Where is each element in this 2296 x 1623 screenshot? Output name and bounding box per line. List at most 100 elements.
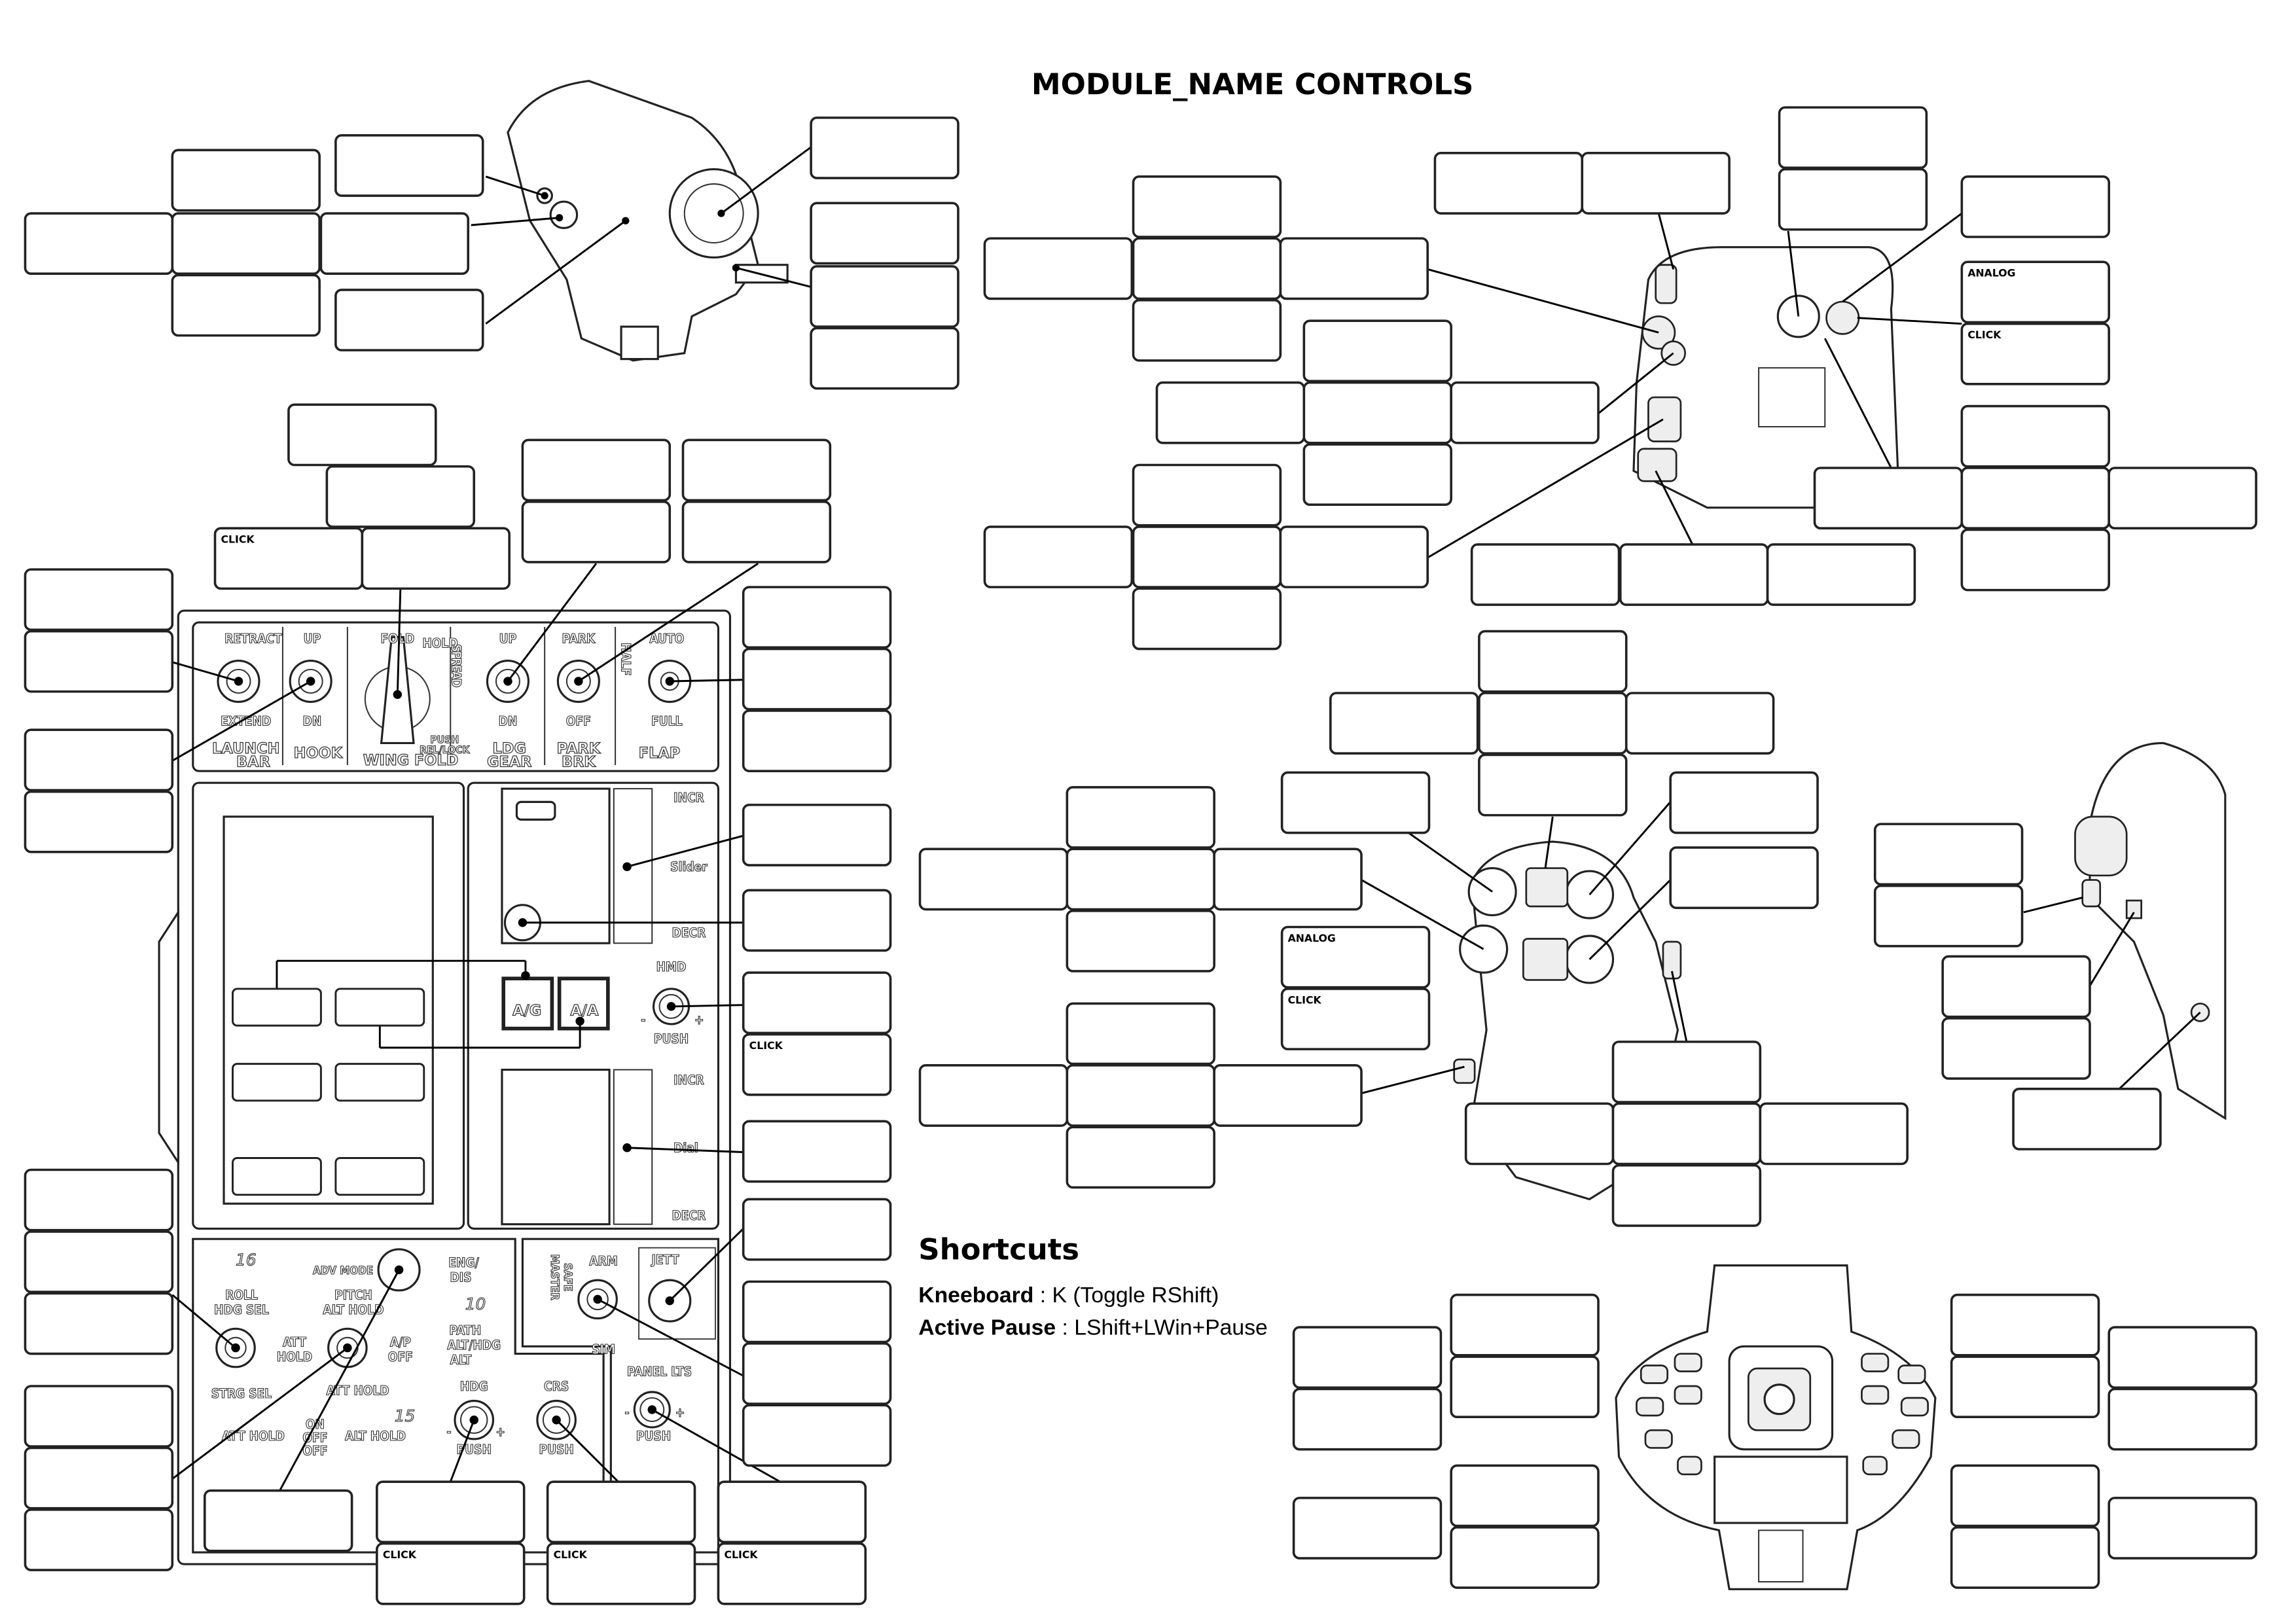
label-box: [1950, 1464, 2100, 1527]
leader-line: [1588, 801, 1672, 895]
label-path: PATH: [449, 1323, 481, 1338]
click-tag: CLICK: [383, 1548, 417, 1561]
label-box: [983, 237, 1134, 300]
display-label-box: [334, 1157, 425, 1196]
leader-line: [651, 1408, 781, 1483]
label-box: [742, 971, 892, 1035]
label-box: [334, 289, 484, 351]
label-box: [2108, 1326, 2257, 1389]
shortcut-name: Kneeboard: [918, 1283, 1033, 1308]
label-box: [1302, 443, 1452, 507]
label-hold: HOLD: [277, 1349, 312, 1364]
label-box: [1066, 909, 1215, 972]
label-box: [24, 1230, 174, 1293]
label-box: [1960, 404, 2111, 468]
label-rel-lock: REL/LOCK: [420, 743, 471, 756]
click-tag: CLICK: [1967, 329, 2001, 341]
label-aa: A/A: [570, 1002, 599, 1019]
leader-line: [171, 661, 239, 683]
label-alt-hdg: ALT/HDG: [447, 1338, 501, 1353]
label-box: [1155, 381, 1306, 444]
click-tag: CLICK: [724, 1548, 758, 1561]
label-box: [1213, 1064, 1363, 1127]
shortcut-keys: LShift+LWin+Pause: [1074, 1315, 1268, 1340]
label-off-1: OFF: [302, 1430, 327, 1445]
label-box: [1302, 319, 1452, 383]
label-box: [1329, 692, 1479, 755]
label-push-3: PUSH: [636, 1429, 671, 1444]
label-box: [1280, 771, 1431, 834]
label-box: [1960, 260, 2111, 324]
label-box: [742, 1342, 892, 1405]
label-ap: A/P: [390, 1334, 411, 1349]
label-hdg-minus: -: [446, 1424, 451, 1439]
label-hook-dn: DN: [303, 713, 322, 728]
label-sim: SIM: [592, 1342, 615, 1357]
leader-line: [736, 266, 812, 288]
label-pitch: PITCH: [334, 1287, 372, 1302]
leader-line: [1588, 879, 1672, 961]
label-box: [717, 1542, 867, 1605]
label-box: [1611, 1164, 1762, 1227]
label-gear-dn: DN: [499, 713, 518, 728]
label-auto: AUTO: [649, 632, 684, 647]
label-box: [1066, 786, 1215, 849]
panel-lights-knob[interactable]: [633, 1391, 671, 1429]
label-eng: ENG/: [448, 1255, 479, 1270]
leader-line: [1361, 1065, 1465, 1094]
label-crs: CRS: [544, 1379, 569, 1394]
label-hold: HOLD: [422, 635, 457, 651]
label-box: [1470, 543, 1621, 606]
label-box: [24, 212, 174, 276]
label-box: [1478, 753, 1628, 817]
leader-line: [556, 1419, 619, 1483]
label-jett: JETT: [651, 1252, 679, 1267]
label-box: [24, 1168, 174, 1232]
label-slider: Slider: [670, 859, 708, 874]
label-panel-lts: PANEL LTS: [627, 1364, 692, 1379]
label-box: [1778, 106, 1928, 169]
label-box: [171, 149, 321, 212]
label-lts-plus: +: [675, 1405, 685, 1420]
leader-line: [2089, 912, 2135, 987]
label-box: [1960, 175, 2111, 238]
leader-line: [485, 220, 626, 325]
label-box: [1581, 152, 1731, 215]
leader-line: [171, 1347, 348, 1480]
label-att: ATT: [283, 1334, 306, 1349]
label-box: [1478, 692, 1628, 755]
label-box: [1950, 1355, 2100, 1419]
aa-button[interactable]: A/A: [557, 976, 610, 1031]
label-off: OFF: [566, 713, 591, 728]
hdg-knob[interactable]: [454, 1399, 495, 1440]
label-box: [717, 1480, 867, 1544]
label-box: [1873, 884, 2024, 948]
leader-line: [1361, 879, 1484, 950]
analog-tag: ANALOG: [1967, 267, 2015, 279]
ag-button[interactable]: A/G: [501, 976, 554, 1031]
label-box: [810, 327, 960, 390]
label-box: [1611, 1102, 1762, 1166]
label-launch: LAUNCH: [212, 740, 279, 757]
label-box: [319, 212, 470, 276]
label-box: [24, 790, 174, 853]
leader-line: [721, 146, 812, 215]
click-tag: CLICK: [221, 533, 255, 546]
label-box: [1960, 528, 2111, 592]
label-ap-off: OFF: [388, 1349, 413, 1364]
label-off-2: OFF: [302, 1444, 327, 1459]
label-hmd-plus: +: [694, 1012, 704, 1027]
label-box: [918, 847, 1069, 911]
label-box: [810, 116, 960, 179]
label-dial: Dial: [673, 1141, 698, 1156]
leader-line: [396, 588, 402, 695]
label-box: [742, 889, 892, 952]
label-decr-2: DECR: [672, 1208, 706, 1223]
label-hmd: HMD: [656, 959, 687, 974]
label-box: [1279, 237, 1429, 300]
label-hdg: HDG: [460, 1379, 488, 1394]
label-box: [2108, 467, 2257, 529]
label-box: [1813, 467, 1964, 529]
label-box: [376, 1542, 526, 1605]
label-box: [1941, 955, 2091, 1018]
